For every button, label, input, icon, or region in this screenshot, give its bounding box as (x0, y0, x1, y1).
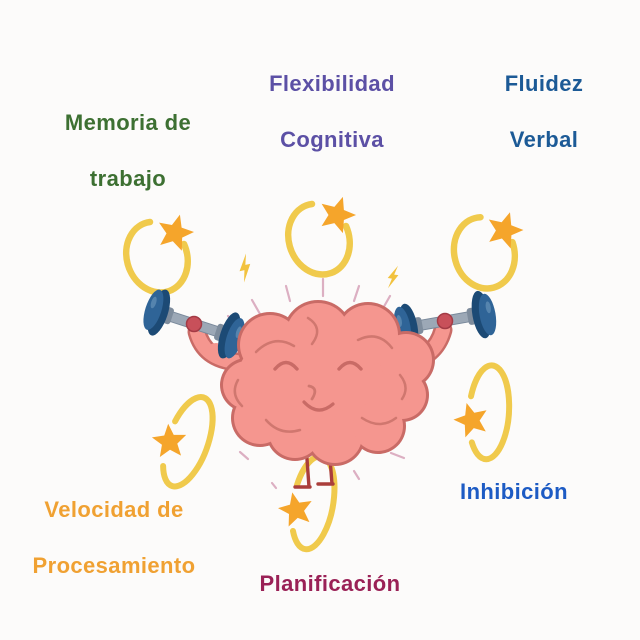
star-swirl-icon (151, 394, 216, 490)
brain-character (143, 253, 497, 490)
label-line: Fluidez (504, 71, 584, 96)
star-swirl-icon (453, 362, 513, 463)
star-icon (159, 214, 195, 251)
star-icon (321, 196, 357, 234)
hand (185, 315, 203, 333)
label-fluidez-verbal: Fluidez Verbal (505, 56, 584, 168)
nose (307, 384, 317, 401)
label-flexibilidad-cognitiva: Flexibilidad Cognitiva (269, 56, 395, 168)
label-planificacion: Planificación (260, 556, 401, 612)
star-icon (151, 423, 187, 458)
label-line: Memoria de (64, 110, 192, 135)
star-swirl-icon (284, 196, 357, 278)
label-line: Procesamiento (32, 553, 196, 578)
label-line: Flexibilidad (269, 71, 395, 96)
brain-body (223, 303, 432, 463)
swirl-loop (290, 453, 338, 553)
star-swirl-icon (278, 453, 338, 553)
swirl-loop (450, 213, 519, 292)
brain-face (273, 360, 363, 412)
closed-eye-left (273, 360, 299, 371)
label-line: trabajo (89, 166, 167, 191)
swirl-loop (160, 394, 216, 490)
smile (302, 400, 335, 412)
label-line: Velocidad de (44, 497, 184, 522)
star-icon (278, 492, 312, 527)
closed-eye-right (337, 360, 363, 371)
swirl-loop (284, 200, 353, 278)
hand (436, 312, 454, 330)
lightning-bolt-icon (239, 253, 251, 283)
label-line: Cognitiva (280, 127, 384, 152)
swirl-loop (468, 362, 513, 463)
star-icon (453, 402, 487, 438)
label-line: Verbal (509, 127, 579, 152)
lightning-bolt-icon (387, 265, 399, 289)
label-line: Planificación (259, 571, 401, 596)
brain-folds (233, 316, 407, 433)
label-line: Inhibición (460, 479, 568, 504)
label-velocidad-de-procesamiento: Velocidad de Procesamiento (33, 482, 196, 594)
label-inhibicion: Inhibición (460, 464, 568, 520)
swirl-loop (122, 218, 191, 296)
star-icon (488, 212, 524, 249)
star-swirl-icon (122, 214, 195, 296)
label-memoria-de-trabajo: Memoria de trabajo (65, 95, 191, 207)
star-swirl-icon (450, 212, 524, 292)
